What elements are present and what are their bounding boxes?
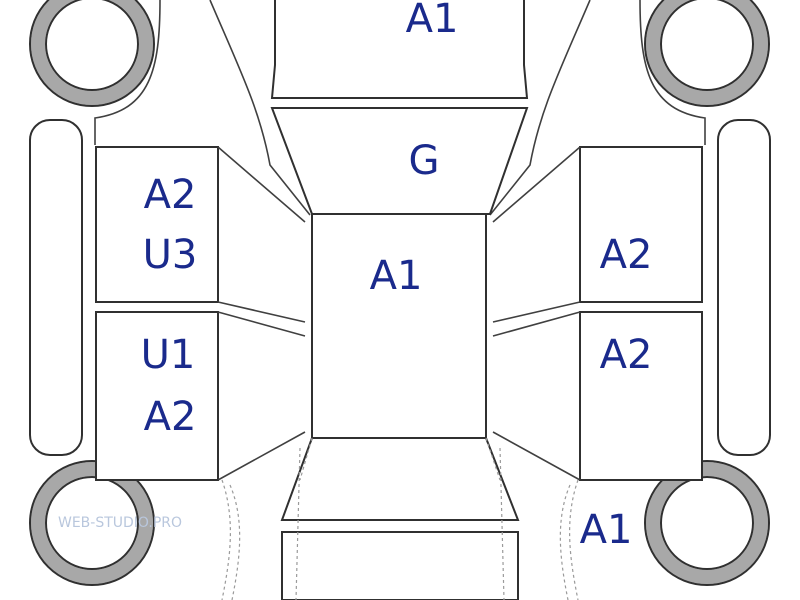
rear-window-panel <box>280 437 520 521</box>
right-pillar-lines <box>492 146 581 481</box>
left-rear-door-code-1: U1 <box>141 332 196 378</box>
windshield-panel <box>270 107 529 215</box>
side-skirt-right <box>717 119 771 456</box>
left-rear-door-panel <box>95 311 219 481</box>
wheel-rear-right <box>644 460 770 586</box>
wheel-front-left <box>29 0 155 107</box>
hood-panel <box>270 0 529 99</box>
hood-code: A1 <box>406 0 459 42</box>
roof-code: A1 <box>370 253 423 299</box>
left-front-door-code-1: A2 <box>144 172 197 218</box>
right-rear-door-code: A2 <box>600 332 653 378</box>
rear-right-code: A1 <box>580 507 633 553</box>
right-rear-door-panel <box>579 311 703 481</box>
left-rear-door-code-2: A2 <box>144 394 197 440</box>
side-skirt-left <box>29 119 83 456</box>
fender-front-right-outline <box>489 0 591 216</box>
roof-panel <box>311 213 487 439</box>
watermark-text: WEB-STUDIO.PRO <box>58 515 182 531</box>
left-front-door-code-2: U3 <box>143 232 198 278</box>
left-pillar-lines <box>217 146 306 481</box>
fender-front-left-outline <box>209 0 311 216</box>
rear-quarter-right-contour <box>485 437 579 600</box>
front-arch-left <box>94 0 161 145</box>
right-front-door-panel <box>579 146 703 303</box>
trunk-panel <box>281 531 519 600</box>
windshield-code: G <box>409 138 440 184</box>
right-front-door-code: A2 <box>600 232 653 278</box>
wheel-front-right <box>644 0 770 107</box>
front-arch-right <box>639 0 706 145</box>
wheel-rear-left <box>29 460 155 586</box>
rear-quarter-left-contour <box>221 437 313 600</box>
left-front-door-panel <box>95 146 219 303</box>
